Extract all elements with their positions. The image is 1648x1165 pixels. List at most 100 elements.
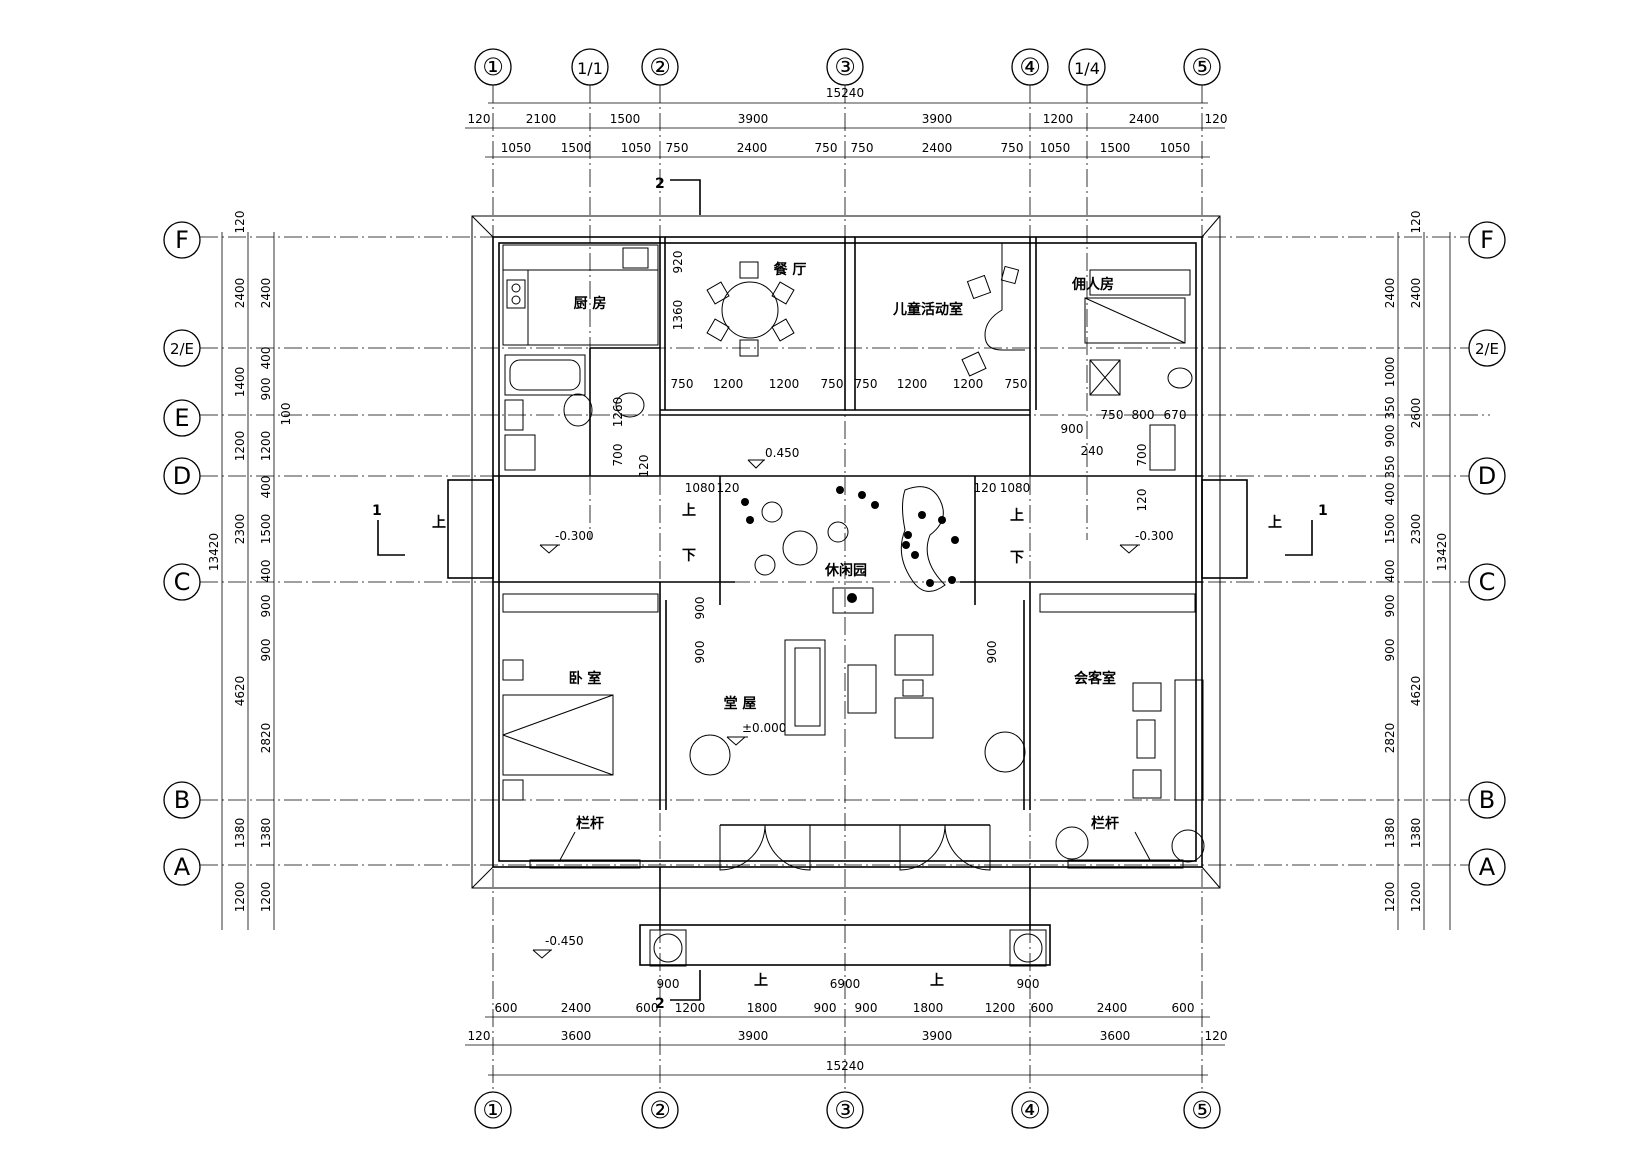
dim-text: 750 (1101, 408, 1124, 422)
axis-bubble-3: ③ (826, 48, 864, 86)
dim-text: 600 (1172, 1001, 1195, 1015)
dim-text: 2400 (1409, 278, 1423, 309)
dim-text: 700 (611, 444, 625, 467)
dim-text: 1500 (259, 514, 273, 545)
dim-text: 1200 (675, 1001, 706, 1015)
level-upper: 0.450 (765, 446, 799, 460)
dim-text: 2100 (526, 112, 557, 126)
dim-text: 120 (233, 211, 247, 234)
dimension-lines (221, 102, 1451, 1076)
axis-label: ⑤ (1191, 1096, 1213, 1124)
dim-text: 1200 (1383, 882, 1397, 913)
level-outside: -0.450 (545, 934, 584, 948)
dim-text: 13420 (207, 533, 221, 571)
stair-labels: 上 上 下 上 下 上 上 上 (432, 503, 1282, 989)
dim-text: 750 (671, 377, 694, 391)
row-bubble-D-left: D (163, 457, 201, 495)
dim-text: 750 (821, 377, 844, 391)
dim-text: 800 (1132, 408, 1155, 422)
dim-text: 900 (259, 639, 273, 662)
level-marks: 0.450 -0.300 -0.300 ±0.000 -0.450 (532, 446, 1174, 959)
dim-text: 100 (279, 403, 293, 426)
dim-left: 13420 120 2400 1400 1200 2300 4620 1380 … (207, 211, 293, 913)
dim-text: 400 (1383, 483, 1397, 506)
axis-label: A (174, 853, 191, 881)
row-bubble-A-right: A (1468, 848, 1506, 886)
row-bubbles: F 2/E E D C B A F 2/E D C B A (163, 221, 1506, 886)
dim-text: 900 (259, 595, 273, 618)
axis-bubble-4: ④ (1011, 48, 1049, 86)
row-bubble-A-left: A (163, 848, 201, 886)
dim-text: 900 (855, 1001, 878, 1015)
axis-bubble-1-4: 1/4 (1068, 48, 1106, 86)
dim-bottom-row2: 120 3600 3900 3900 3600 120 (468, 1029, 1228, 1043)
dim-text: 1500 (610, 112, 641, 126)
section-mark-2-bottom: 2 (655, 996, 665, 1012)
dim-text: 1380 (1409, 818, 1423, 849)
dim-text: 1400 (233, 367, 247, 398)
dim-text: 1050 (621, 141, 652, 155)
dim-text: 900 (259, 378, 273, 401)
dim-text: 2400 (1383, 278, 1397, 309)
section-mark-1-right: 1 (1318, 503, 1328, 519)
dim-text: 3600 (561, 1029, 592, 1043)
dim-text: 1200 (769, 377, 800, 391)
dim-text: 120 (637, 455, 651, 478)
dim-text: 3600 (1100, 1029, 1131, 1043)
stair-up-left: 上 (432, 515, 446, 531)
axis-label: ④ (1019, 53, 1041, 81)
dim-text: 750 (855, 377, 878, 391)
dim-text: 2400 (259, 278, 273, 309)
dim-text: 3900 (922, 112, 953, 126)
dim-text: 2300 (1409, 514, 1423, 545)
dim-text: 900 (1383, 639, 1397, 662)
dim-text: 120 (1409, 211, 1423, 234)
axis-label: ③ (834, 53, 856, 81)
row-bubble-F-left: F (163, 221, 201, 259)
axis-label: 1/4 (1074, 59, 1100, 78)
dim-top-row1: 120 2100 1500 3900 3900 1200 2400 120 (468, 112, 1228, 126)
dim-text: 400 (259, 560, 273, 583)
row-bubble-D-right: D (1468, 457, 1506, 495)
dim-text: 1260 (611, 397, 625, 428)
dim-text: 2400 (233, 278, 247, 309)
dim-text: 900 (693, 641, 707, 664)
dim-text: 900 (1383, 595, 1397, 618)
axis-label: B (1479, 786, 1495, 814)
dim-text: 2400 (561, 1001, 592, 1015)
dim-text: 6900 (830, 977, 861, 991)
dim-text: 900 (1017, 977, 1040, 991)
dim-text: 2300 (233, 514, 247, 545)
room-label-railing-right: 栏杆 (1091, 815, 1119, 832)
axis-bubble-2-bottom: ② (641, 1091, 679, 1129)
dim-text: 1200 (953, 377, 984, 391)
dim-text: 600 (636, 1001, 659, 1015)
level-hall: ±0.000 (742, 721, 786, 735)
axis-bubble-5-bottom: ⑤ (1183, 1091, 1221, 1129)
level-stair-right: -0.300 (1135, 529, 1174, 543)
room-label-dining: 餐 厅 (773, 261, 807, 278)
dim-text: 1080 (1000, 481, 1031, 495)
dim-text: 400 (1383, 560, 1397, 583)
row-bubble-2E-left: 2/E (163, 329, 201, 367)
dim-text: 2600 (1409, 398, 1423, 429)
axis-bubble-1-bottom: ① (474, 1091, 512, 1129)
dim-text: 1050 (1160, 141, 1191, 155)
level-stair-left: -0.300 (555, 529, 594, 543)
row-bubble-E-left: E (163, 399, 201, 437)
stair-up-right: 上 (1268, 515, 1282, 531)
dim-bottom-row1: 600 2400 600 1200 1800 900 900 1800 1200… (495, 1001, 1195, 1015)
dim-text: 900 (693, 597, 707, 620)
dim-text: 240 (1081, 444, 1104, 458)
dim-text: 1380 (1383, 818, 1397, 849)
dim-text: 4620 (233, 676, 247, 707)
axis-label: ③ (834, 1096, 856, 1124)
column-bubbles-bottom: ① ② ③ ④ ⑤ (474, 1091, 1221, 1129)
dim-text: 2400 (1129, 112, 1160, 126)
axis-bubble-5: ⑤ (1183, 48, 1221, 86)
dim-text: 750 (1005, 377, 1028, 391)
axis-label: 2/E (1475, 340, 1499, 358)
dim-right: 13420 120 2400 2600 2300 4620 1380 1200 … (1383, 211, 1449, 913)
dim-text: 1200 (713, 377, 744, 391)
axis-label: ② (649, 53, 671, 81)
